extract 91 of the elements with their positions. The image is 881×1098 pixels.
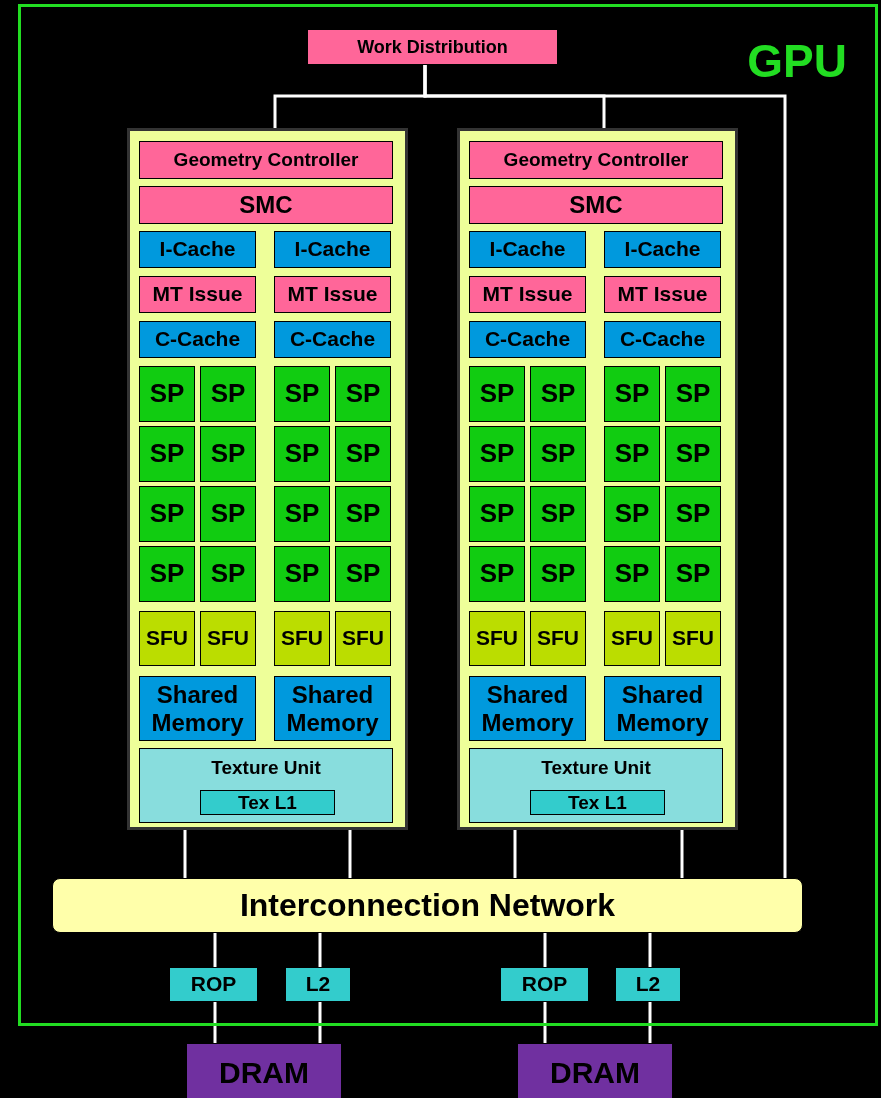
processor-box: SP: [200, 366, 256, 422]
unit-box: ROP: [500, 967, 589, 1002]
function-unit-box: SFU: [469, 611, 525, 666]
processor-box: SP: [604, 426, 660, 482]
function-unit-box: SFU: [665, 611, 721, 666]
texture-unit-box: [139, 748, 393, 823]
memory-box: Shared Memory: [139, 676, 256, 741]
cluster-panel: [127, 128, 408, 830]
memory-box: Shared Memory: [604, 676, 721, 741]
unit-box: Work Distribution: [307, 29, 558, 65]
memory-box: DRAM: [186, 1043, 342, 1098]
processor-box: SP: [335, 486, 391, 542]
processor-box: SP: [335, 426, 391, 482]
texture-unit-box: [469, 748, 723, 823]
connector-line: [183, 830, 187, 878]
unit-box: SMC: [469, 186, 723, 224]
processor-box: SP: [335, 546, 391, 602]
processor-box: SP: [530, 366, 586, 422]
unit-label: GPU: [747, 35, 847, 88]
connector-line: [213, 1002, 217, 1043]
function-unit-box: SFU: [335, 611, 391, 666]
memory-box: DRAM: [517, 1043, 673, 1098]
processor-box: SP: [665, 426, 721, 482]
processor-box: SP: [665, 366, 721, 422]
connector-line: [648, 933, 652, 967]
processor-box: SP: [200, 546, 256, 602]
cache-box: Tex L1: [530, 790, 665, 815]
connector-line: [318, 933, 322, 967]
unit-box: MT Issue: [274, 276, 391, 313]
unit-box: Geometry Controller: [469, 141, 723, 179]
cache-box: I-Cache: [274, 231, 391, 268]
unit-box: MT Issue: [139, 276, 256, 313]
unit-box: MT Issue: [604, 276, 721, 313]
processor-box: SP: [530, 546, 586, 602]
processor-box: SP: [274, 546, 330, 602]
cluster-panel: [457, 128, 738, 830]
processor-box: SP: [469, 546, 525, 602]
cache-box: C-Cache: [139, 321, 256, 358]
connector-line: [423, 65, 787, 878]
cache-box: I-Cache: [139, 231, 256, 268]
connector-line: [680, 830, 684, 878]
memory-box: Shared Memory: [274, 676, 391, 741]
function-unit-box: SFU: [604, 611, 660, 666]
cache-box: I-Cache: [469, 231, 586, 268]
processor-box: SP: [604, 486, 660, 542]
function-unit-box: SFU: [139, 611, 195, 666]
unit-box: Geometry Controller: [139, 141, 393, 179]
unit-label: Texture Unit: [211, 757, 321, 779]
cache-box: I-Cache: [604, 231, 721, 268]
processor-box: SP: [200, 426, 256, 482]
unit-box: ROP: [169, 967, 258, 1002]
unit-box: SMC: [139, 186, 393, 224]
processor-box: SP: [665, 546, 721, 602]
unit-label: Texture Unit: [541, 757, 651, 779]
cache-box: Tex L1: [200, 790, 335, 815]
processor-box: SP: [604, 366, 660, 422]
memory-box: Shared Memory: [469, 676, 586, 741]
processor-box: SP: [665, 486, 721, 542]
connector-line: [213, 933, 217, 967]
cache-box: L2: [285, 967, 351, 1002]
processor-box: SP: [274, 366, 330, 422]
cache-box: C-Cache: [274, 321, 391, 358]
connector-line: [513, 830, 517, 878]
connector-line: [543, 1002, 547, 1043]
processor-box: SP: [335, 366, 391, 422]
cache-box: C-Cache: [469, 321, 586, 358]
processor-box: SP: [469, 426, 525, 482]
function-unit-box: SFU: [200, 611, 256, 666]
network-bar: Interconnection Network: [52, 878, 803, 933]
processor-box: SP: [139, 546, 195, 602]
processor-box: SP: [139, 366, 195, 422]
processor-box: SP: [530, 426, 586, 482]
processor-box: SP: [469, 366, 525, 422]
cache-box: C-Cache: [604, 321, 721, 358]
processor-box: SP: [274, 486, 330, 542]
processor-box: SP: [274, 426, 330, 482]
processor-box: SP: [469, 486, 525, 542]
chip-outline: [18, 4, 878, 1026]
function-unit-box: SFU: [274, 611, 330, 666]
cache-box: L2: [615, 967, 681, 1002]
processor-box: SP: [139, 426, 195, 482]
processor-box: SP: [530, 486, 586, 542]
processor-box: SP: [139, 486, 195, 542]
connector-line: [318, 1002, 322, 1043]
function-unit-box: SFU: [530, 611, 586, 666]
connector-line: [648, 1002, 652, 1043]
processor-box: SP: [200, 486, 256, 542]
connector-line: [348, 830, 352, 878]
processor-box: SP: [604, 546, 660, 602]
connector-line: [543, 933, 547, 967]
unit-box: MT Issue: [469, 276, 586, 313]
